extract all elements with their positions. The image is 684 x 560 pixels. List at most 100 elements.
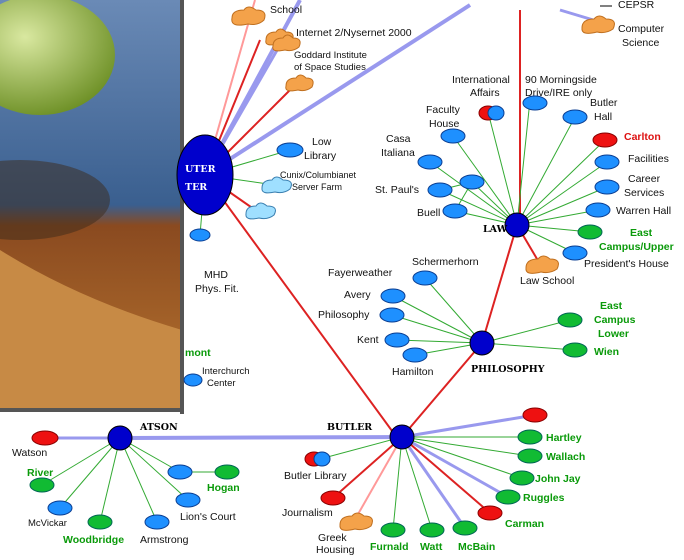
label-facilities: Facilities	[628, 153, 669, 165]
node-butler-hall[interactable]	[562, 109, 588, 125]
node-buell[interactable]	[442, 203, 468, 219]
cloud-node-server-2[interactable]	[245, 202, 276, 220]
hub-philosophy-label: PHILOSOPHY	[471, 364, 545, 375]
node-hogan[interactable]	[214, 464, 240, 480]
node-carlton[interactable]	[592, 132, 618, 148]
label-carman: Carman	[505, 518, 544, 530]
hub-law[interactable]	[504, 212, 530, 238]
node-mhd[interactable]	[189, 228, 211, 242]
node-armstrong[interactable]	[144, 514, 170, 530]
node-carman[interactable]	[477, 505, 503, 521]
node-interchurch[interactable]	[183, 373, 203, 387]
node-butler-red-top[interactable]	[522, 407, 548, 423]
node-presidents-house[interactable]	[562, 245, 588, 261]
node-fayerweather[interactable]	[380, 288, 406, 304]
node-river[interactable]	[29, 477, 55, 493]
node-facilities[interactable]	[594, 154, 620, 170]
node-philosophy[interactable]	[384, 332, 410, 348]
node-furnald[interactable]	[380, 522, 406, 538]
cloud-node-computer-science[interactable]	[581, 15, 615, 34]
label-watt: Watt	[420, 541, 443, 553]
node-warren-hall[interactable]	[585, 202, 611, 218]
label-hartley: Hartley	[546, 432, 582, 444]
label-armstrong: Armstrong	[140, 534, 189, 546]
node-east-campus-lower[interactable]	[557, 312, 583, 328]
node-career-services[interactable]	[594, 179, 620, 195]
cloud-node-goddard[interactable]	[272, 34, 301, 52]
hub-butler[interactable]	[389, 424, 415, 450]
node-law-sub[interactable]	[459, 174, 485, 190]
label-mcvickar: McVickar	[28, 518, 67, 529]
node-john-jay[interactable]	[509, 470, 535, 486]
cloud-node-school[interactable]	[231, 6, 266, 26]
label-carlton: Carlton	[624, 131, 661, 143]
hub-watson-label: ATSON	[139, 422, 178, 433]
label-philosophy: Philosophy	[318, 309, 370, 321]
label-buell: Buell	[417, 207, 440, 219]
node-casa-italiana[interactable]	[417, 154, 443, 170]
hub-computer-center-label-2: TER	[185, 182, 207, 193]
node-woodbridge[interactable]	[87, 514, 113, 530]
label-law-school: Law School	[520, 275, 574, 287]
node-avery[interactable]	[379, 307, 405, 323]
label-schermerhorn: Schermerhorn	[412, 256, 479, 268]
node-morningside[interactable]	[522, 95, 548, 111]
label-fayerweather: Fayerweather	[328, 267, 393, 279]
hub-computer-center-label: UTER	[185, 164, 216, 175]
label-presidents-house: President's House	[584, 258, 669, 270]
label-journalism: Journalism	[282, 507, 333, 519]
label-warren-hall: Warren Hall	[616, 205, 671, 217]
label-butler-library: Butler Library	[284, 470, 347, 482]
label-hogan: Hogan	[207, 482, 240, 494]
node-mcvickar[interactable]	[47, 500, 73, 516]
building-nodes: School Internet 2/Nysernet 2000 Goddard …	[12, 0, 674, 556]
hub-watson[interactable]	[107, 425, 133, 451]
node-st-pauls[interactable]	[427, 182, 453, 198]
node-faculty-house[interactable]	[440, 128, 466, 144]
cloud-node-greek-housing[interactable]	[339, 512, 373, 531]
node-lions-court[interactable]	[175, 492, 201, 508]
label-lions-court: Lion's Court	[180, 511, 236, 523]
label-wien: Wien	[594, 346, 619, 358]
node-wallach[interactable]	[517, 448, 543, 464]
label-internet2: Internet 2/Nysernet 2000	[296, 27, 412, 39]
cloud-node-law-school[interactable]	[525, 255, 559, 274]
node-journalism[interactable]	[320, 490, 346, 506]
node-international-affairs[interactable]	[487, 105, 505, 121]
label-kent: Kent	[357, 334, 379, 346]
node-wien[interactable]	[562, 342, 588, 358]
node-butler-library[interactable]	[313, 451, 331, 467]
hub-butler-label: BUTLER	[327, 422, 372, 433]
node-kent[interactable]	[402, 347, 428, 363]
node-east-campus-upper[interactable]	[577, 224, 603, 240]
hub-law-label: LAW	[483, 224, 508, 235]
node-watson[interactable]	[31, 430, 59, 446]
node-ruggles[interactable]	[495, 489, 521, 505]
node-schermerhorn[interactable]	[412, 270, 438, 286]
label-cepsr: CEPSR	[618, 0, 655, 11]
label-hamilton: Hamilton	[392, 366, 434, 378]
label-school: School	[270, 4, 302, 16]
hub-philosophy[interactable]	[469, 330, 495, 356]
hub-nodes: UTER TER LAW PHILOSOPHY BUTLER ATSON	[107, 134, 545, 451]
node-mcbain[interactable]	[452, 520, 478, 536]
node-watt[interactable]	[419, 522, 445, 538]
node-low-library[interactable]	[276, 142, 304, 158]
cloud-node-goddard-2[interactable]	[285, 74, 314, 92]
hub-computer-center[interactable]	[176, 134, 234, 216]
cloud-node-cunix[interactable]	[261, 176, 292, 194]
node-watson-sub[interactable]	[167, 464, 193, 480]
label-woodbridge: Woodbridge	[63, 534, 124, 546]
label-mcbain: McBain	[458, 541, 495, 553]
node-hartley[interactable]	[517, 429, 543, 445]
